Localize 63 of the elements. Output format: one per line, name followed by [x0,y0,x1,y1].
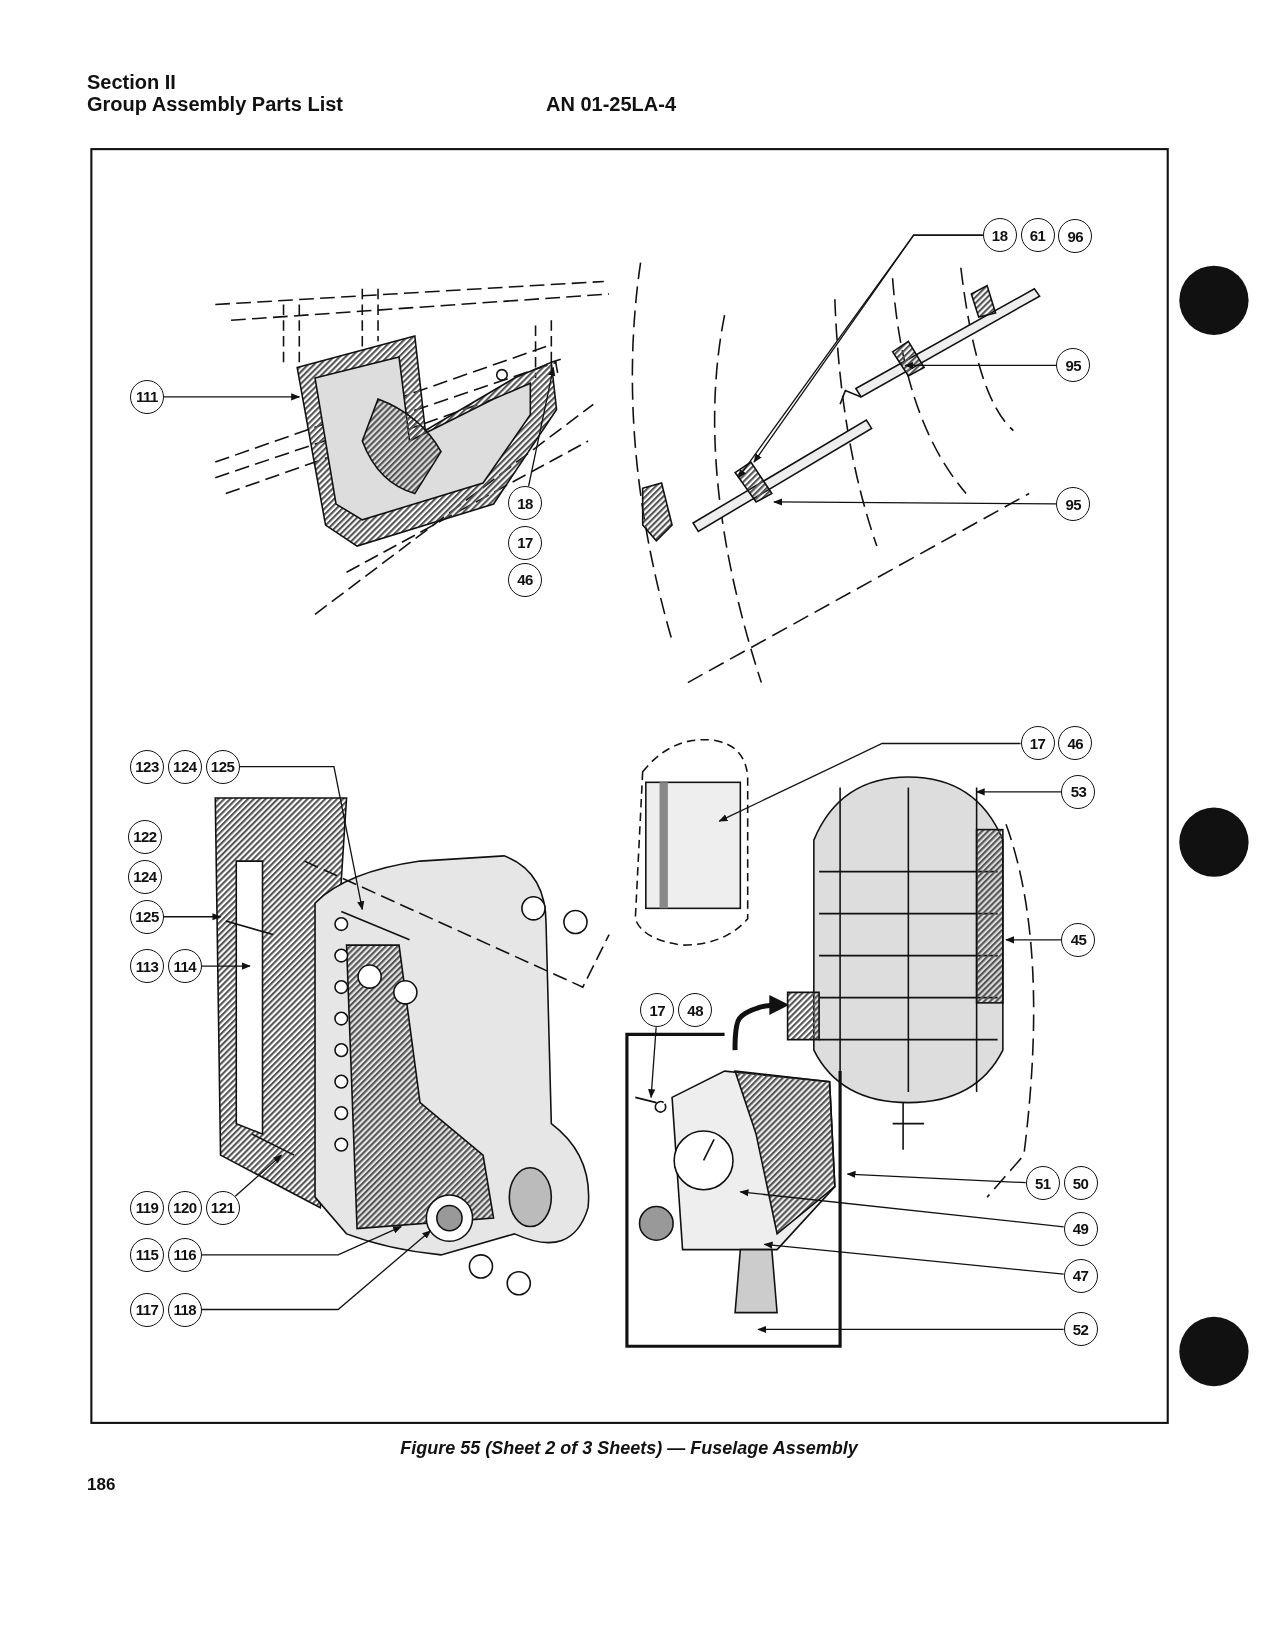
callout-number: 118 [167,1292,202,1327]
leader-line [757,1325,1065,1334]
leader-line [718,742,1022,822]
callout-number: 18 [508,486,543,520]
callout-number: 124 [127,859,162,894]
leader-line [201,962,251,970]
callout-number: 45 [1061,922,1096,957]
callout-number: 50 [1063,1166,1098,1201]
callout-number: 51 [1025,1166,1060,1201]
leader-line [975,788,1063,796]
page-number: 186 [87,1475,116,1495]
leader-line [1005,936,1063,944]
leader-line [163,393,301,401]
callout-number: 124 [167,749,202,784]
callout-number: 52 [1063,1312,1098,1347]
callout-number: 96 [1058,219,1093,254]
callout-number: 48 [678,993,713,1028]
figure-caption: Figure 55 (Sheet 2 of 3 Sheets) — Fuselage Assembly [399,1438,860,1459]
leader-line [239,765,365,911]
callout-number: 116 [167,1237,202,1272]
leader-line [201,1225,402,1256]
leader-line [527,366,556,487]
callout-number: 122 [127,819,162,854]
document-number: AN 01-25LA-4 [546,93,677,116]
leader-line [773,498,1057,506]
callout-number: 121 [205,1190,240,1225]
callout-number: 111 [130,379,164,414]
leader-line [904,361,1057,370]
callout-number: 53 [1061,774,1096,809]
callout-number: 61 [1020,218,1055,253]
callout-number: 123 [130,749,164,784]
seat-cradle-drawing [296,335,562,547]
callout-number: 95 [1056,487,1091,522]
callout-number: 17 [640,993,675,1028]
callout-number: 95 [1056,348,1091,383]
callout-number: 17 [508,525,543,560]
callout-number: 49 [1063,1211,1098,1246]
callout-number: 17 [1020,726,1055,761]
leader-line [201,1230,432,1311]
leader-line [234,1154,283,1197]
cylinder-detail-drawing [634,738,749,946]
leader-line [739,1189,1065,1228]
callout-number: 125 [205,749,240,784]
leader-line [648,1026,657,1099]
section-heading: Section II [87,71,176,94]
callout-number: 117 [130,1292,164,1327]
callout-number: 113 [130,949,164,984]
callout-number: 120 [167,1190,202,1225]
section-subheading: Group Assembly Parts List [87,93,343,116]
callout-number: 115 [130,1237,164,1272]
leader-line [163,913,222,921]
callout-number: 46 [1058,726,1093,761]
callout-number: 47 [1063,1258,1098,1293]
callout-number: 46 [508,562,543,597]
leader-line [846,1170,1027,1184]
control-rod-drawing [631,261,1041,684]
callout-number: 125 [130,899,164,934]
oxygen-cylinder-drawing [786,776,1035,1198]
callout-number: 18 [982,218,1017,253]
callout-number: 119 [130,1190,164,1225]
gauge-box-drawing [625,1032,842,1348]
leader-line [763,1241,1065,1275]
callout-number: 114 [167,949,202,984]
